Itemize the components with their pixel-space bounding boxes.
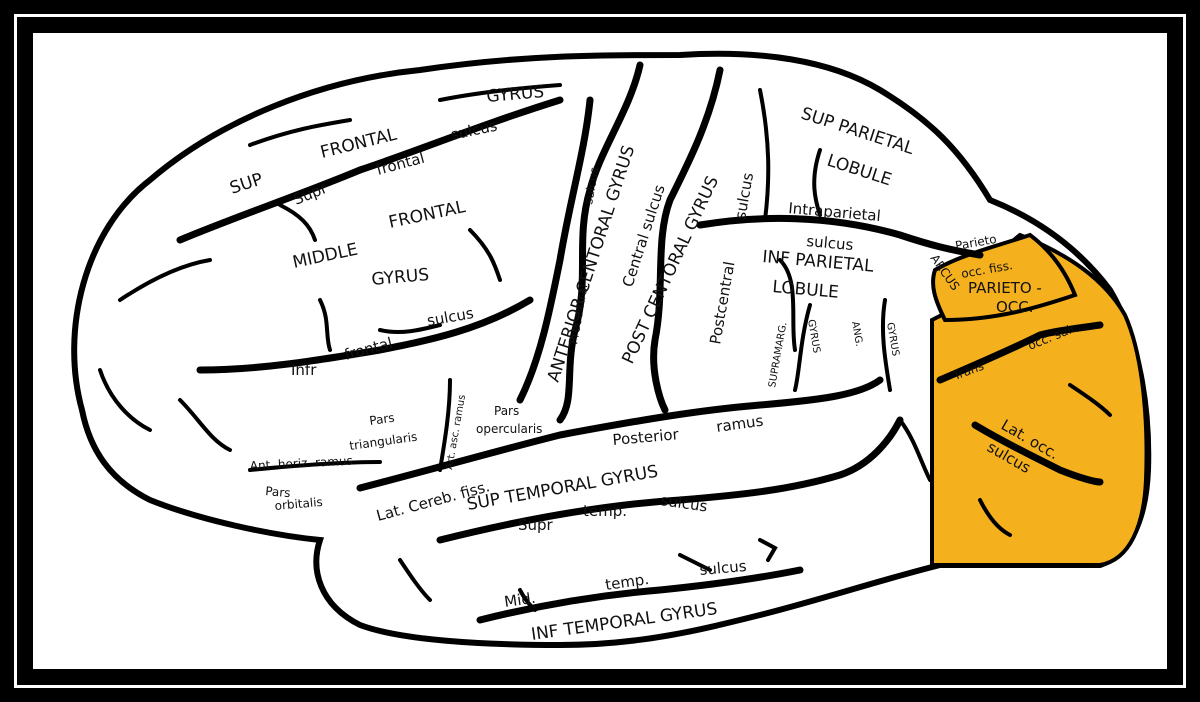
label-ang: ANG. [849, 321, 864, 348]
label-posterior: Posterior [612, 425, 680, 449]
label-sulcus-precentral: sulcus [581, 166, 601, 206]
label-pars-opercularis-2: opercularis [476, 422, 542, 436]
superior-frontal-sulcus-line [176, 96, 564, 244]
frame-inner-outline [14, 14, 1186, 688]
precentral-sulcus-line [516, 96, 594, 404]
label-sulcus-temp-mid: sulcus [699, 557, 748, 579]
label-parieto-occ-1: PARIETO - [968, 279, 1042, 297]
label-ant-horiz-ramus: Ant. horiz. ramus [249, 454, 353, 473]
label-temp-sup: temp. [583, 502, 627, 520]
superior-temporal-sulcus-line [436, 416, 904, 544]
label-pars-triangularis-1: Pars [368, 411, 395, 428]
minor-sulci [98, 83, 1112, 612]
inferior-frontal-sulcus-line [196, 296, 534, 374]
label-infr: Infr [291, 361, 317, 379]
label-mid-temp: Mid. [503, 589, 537, 611]
label-pars-orbitalis-2: orbitalis [274, 495, 323, 513]
label-pars-orbitalis-1: Pars [265, 484, 291, 500]
label-parieto-occ-2: OCC. [996, 298, 1034, 316]
postcentral-sulcus-line [650, 66, 724, 414]
label-temp-mid: temp. [604, 570, 650, 594]
intraparietal-sulcus-line [696, 214, 984, 259]
label-supr-temp: Supr [518, 516, 554, 534]
label-pars-opercularis-1: Pars [494, 404, 519, 418]
central-sulcus-line [556, 61, 644, 424]
label-sulcus-intraparietal: sulcus [806, 232, 855, 254]
lateral-fissure-line [356, 376, 884, 492]
trans-occ-sulcus-line [936, 321, 1104, 384]
major-sulci [176, 61, 1104, 624]
lat-occ-sulcus-line [971, 421, 1104, 486]
